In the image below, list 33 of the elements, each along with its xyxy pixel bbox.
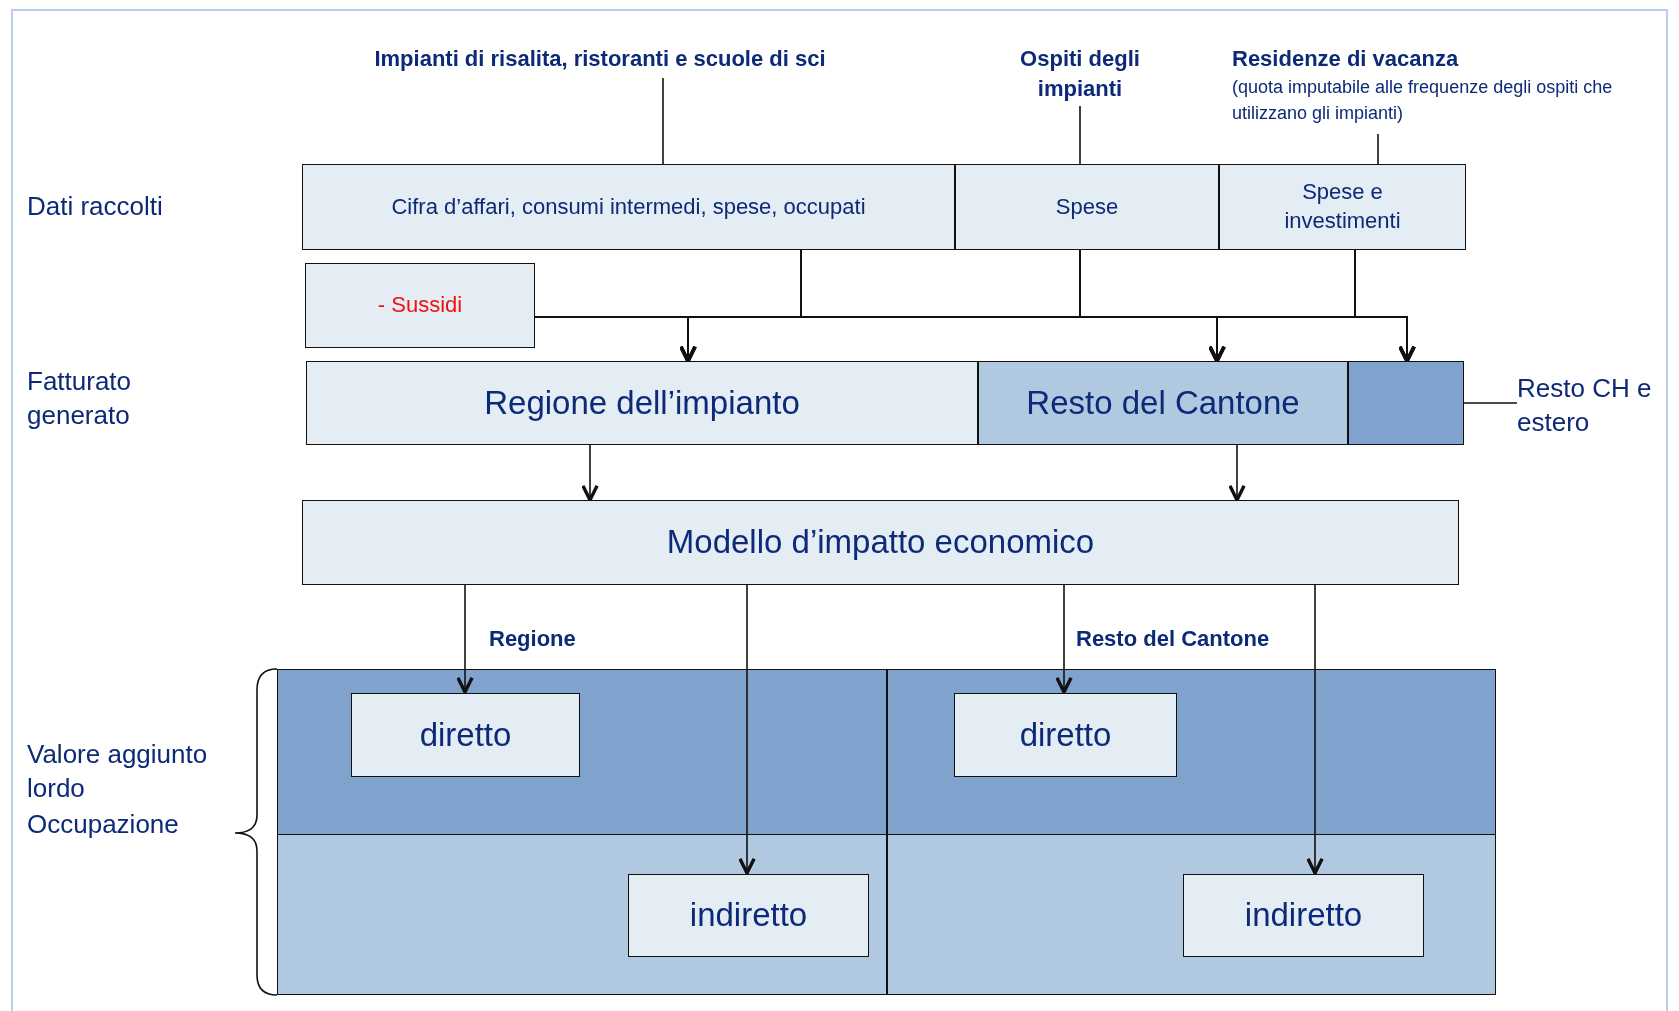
arrow xyxy=(1228,444,1246,502)
header-label: Ospiti degli impianti xyxy=(1019,45,1141,103)
process-box: Resto del Cantone xyxy=(978,361,1348,445)
connector-line xyxy=(662,77,664,165)
row-label: Occupazione xyxy=(27,808,180,841)
process-box: Cifra d’affari, consumi intermedi, spese, occupati xyxy=(302,164,955,250)
arrow xyxy=(534,316,1416,363)
process-box: indiretto xyxy=(1183,874,1424,957)
row-label: Dati raccolti xyxy=(27,190,164,223)
connector-line xyxy=(1377,133,1379,165)
process-box: indiretto xyxy=(628,874,869,957)
process-box: diretto xyxy=(351,693,580,777)
process-box: diretto xyxy=(954,693,1177,777)
header-label: Impianti di risalita, ristoranti e scuole di sci xyxy=(373,45,827,73)
row-label: Valore aggiunto lordo xyxy=(27,738,209,805)
arrow xyxy=(1306,584,1324,875)
process-box: Spese xyxy=(955,164,1219,250)
process-box: Modello d’impatto economico xyxy=(302,500,1459,585)
arrow xyxy=(738,584,756,875)
leader-line xyxy=(1463,402,1518,404)
connector-line xyxy=(1079,105,1081,165)
column-heading: Regione xyxy=(489,626,576,652)
column-heading: Resto del Cantone xyxy=(1076,626,1270,652)
row-label: Fatturato generato xyxy=(27,365,133,432)
process-box: Spese e investimenti xyxy=(1219,164,1466,250)
arrow xyxy=(456,584,474,694)
arrow xyxy=(581,444,599,502)
arrow xyxy=(1055,584,1073,694)
note-text: (quota imputabile alle frequenze degli ospiti che utilizzano gli impianti) xyxy=(1232,75,1614,125)
process-box: - Sussidi xyxy=(305,263,535,348)
side-label: Resto CH e estero xyxy=(1517,372,1652,439)
header-label: Residenze di vacanza xyxy=(1232,45,1460,73)
process-box: Regione dell’impianto xyxy=(306,361,978,445)
